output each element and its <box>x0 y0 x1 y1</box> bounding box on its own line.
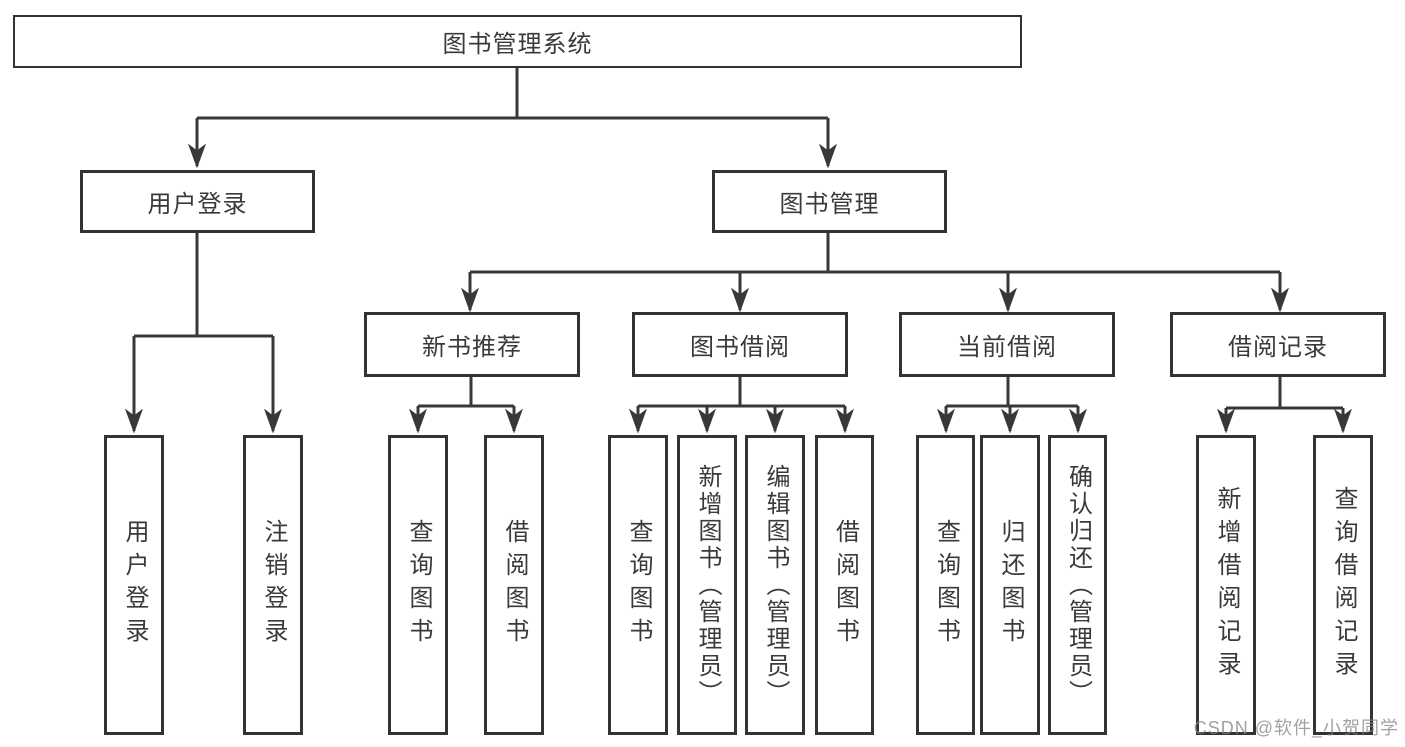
leaf-label: 借阅图书 <box>501 519 528 651</box>
csdn-watermark: CSDN @软件_小贺同学 <box>1193 718 1399 738</box>
leaf-label: 查询图书 <box>405 519 432 651</box>
leaf-borrow-edit-books-admin: 编辑图书（管理员） <box>745 435 805 735</box>
leaf-label: 借阅图书 <box>831 519 859 651</box>
leaf-label: 归还图书 <box>997 519 1024 651</box>
leaf-recommend-query-books: 查询图书 <box>388 435 448 735</box>
leaf-current-confirm-return-admin: 确认归还（管理员） <box>1048 435 1107 735</box>
node-book-borrow: 图书借阅 <box>632 312 848 377</box>
leaf-logout: 注销登录 <box>243 435 303 735</box>
leaf-label: 注销登录 <box>260 519 287 651</box>
node-book-management: 图书管理 <box>712 170 947 233</box>
node-new-book-recommend: 新书推荐 <box>364 312 580 377</box>
leaf-borrow-query-books: 查询图书 <box>608 435 668 735</box>
leaf-label: 查询图书 <box>932 519 960 651</box>
leaf-label: 确认归还（管理员） <box>1064 463 1092 707</box>
leaf-label: 查询借阅记录 <box>1330 486 1357 684</box>
leaf-label: 新增借阅记录 <box>1213 486 1240 684</box>
leaf-user-login: 用户登录 <box>104 435 164 735</box>
leaf-borrow-borrow-books: 借阅图书 <box>815 435 874 735</box>
leaf-label: 查询图书 <box>625 519 652 651</box>
node-borrow-records: 借阅记录 <box>1170 312 1386 377</box>
node-current-borrow: 当前借阅 <box>899 312 1115 377</box>
leaf-records-add-record: 新增借阅记录 <box>1196 435 1256 735</box>
node-root: 图书管理系统 <box>13 15 1022 68</box>
leaf-label: 新增图书（管理员） <box>694 463 721 707</box>
leaf-records-query-record: 查询借阅记录 <box>1313 435 1373 735</box>
leaf-recommend-borrow-books: 借阅图书 <box>484 435 544 735</box>
leaf-current-query-books: 查询图书 <box>916 435 975 735</box>
leaf-current-return-books: 归还图书 <box>980 435 1040 735</box>
node-user-login: 用户登录 <box>80 170 315 233</box>
leaf-label: 用户登录 <box>121 519 148 651</box>
leaf-label: 编辑图书（管理员） <box>762 463 789 707</box>
leaf-borrow-add-books-admin: 新增图书（管理员） <box>677 435 737 735</box>
